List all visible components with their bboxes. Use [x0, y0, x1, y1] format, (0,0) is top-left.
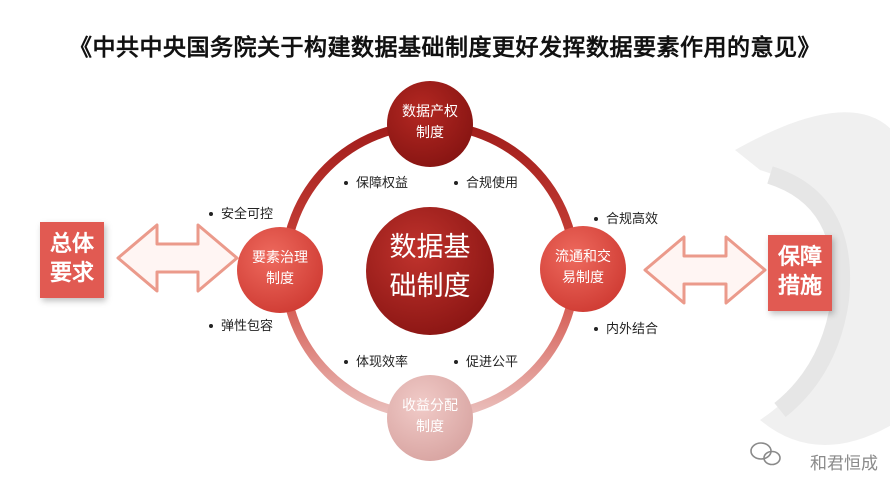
safeguard-measures-box: 保障 措施	[768, 235, 832, 311]
page-title: 《中共中央国务院关于构建数据基础制度更好发挥数据要素作用的意见》	[69, 35, 821, 61]
node-bottom-label: 收益分配 制度	[390, 396, 470, 438]
node-top-label: 数据产权 制度	[390, 102, 470, 144]
overall-requirements-line1: 总体	[49, 232, 94, 258]
node-right-circle	[540, 226, 626, 312]
node-left-line2: 制度	[266, 271, 294, 287]
node-top-circle	[387, 81, 473, 167]
center-label: 数据基 础制度	[370, 228, 490, 306]
safeguard-measures-line2: 措施	[777, 274, 822, 299]
safeguard-measures-line1: 保障	[777, 245, 822, 271]
node-left-line1: 要素治理	[252, 250, 308, 266]
node-bottom-line2: 制度	[416, 419, 444, 435]
watermark: 和君恒成	[778, 449, 878, 474]
bullet-bottom-right: 促进公平	[466, 355, 519, 370]
right-double-arrow	[643, 235, 767, 305]
bullet-dots	[209, 181, 598, 364]
overall-requirements-box: 总体 要求	[40, 222, 104, 298]
bullet-left-bottom: 弹性包容	[221, 319, 274, 334]
node-right-label: 流通和交 易制度	[543, 247, 623, 289]
node-top-line2: 制度	[416, 125, 444, 141]
node-bottom-line1: 收益分配	[402, 398, 458, 414]
node-bottom-circle	[387, 375, 473, 461]
center-circle	[366, 207, 494, 335]
node-right-line2: 易制度	[562, 270, 604, 286]
wechat-icon	[750, 442, 781, 466]
bullet-top-left: 保障权益	[356, 176, 409, 191]
bullet-right-bottom: 内外结合	[606, 322, 659, 337]
node-left-label: 要素治理 制度	[240, 248, 320, 290]
left-double-arrow	[116, 223, 239, 293]
brush-stroke-decoration	[735, 112, 890, 445]
center-label-line2: 础制度	[389, 271, 471, 303]
node-left-circle	[237, 227, 323, 313]
overall-requirements-line2: 要求	[49, 261, 94, 286]
bullet-top-right: 合规使用	[466, 176, 519, 191]
watermark-text: 和君恒成	[810, 454, 878, 474]
bullet-bottom-left: 体现效率	[356, 355, 409, 370]
bullet-right-top: 合规高效	[606, 212, 659, 227]
node-top-line1: 数据产权	[402, 104, 458, 120]
center-label-line1: 数据基	[389, 232, 471, 263]
bullet-left-top: 安全可控	[221, 207, 274, 222]
node-right-line1: 流通和交	[555, 249, 611, 265]
